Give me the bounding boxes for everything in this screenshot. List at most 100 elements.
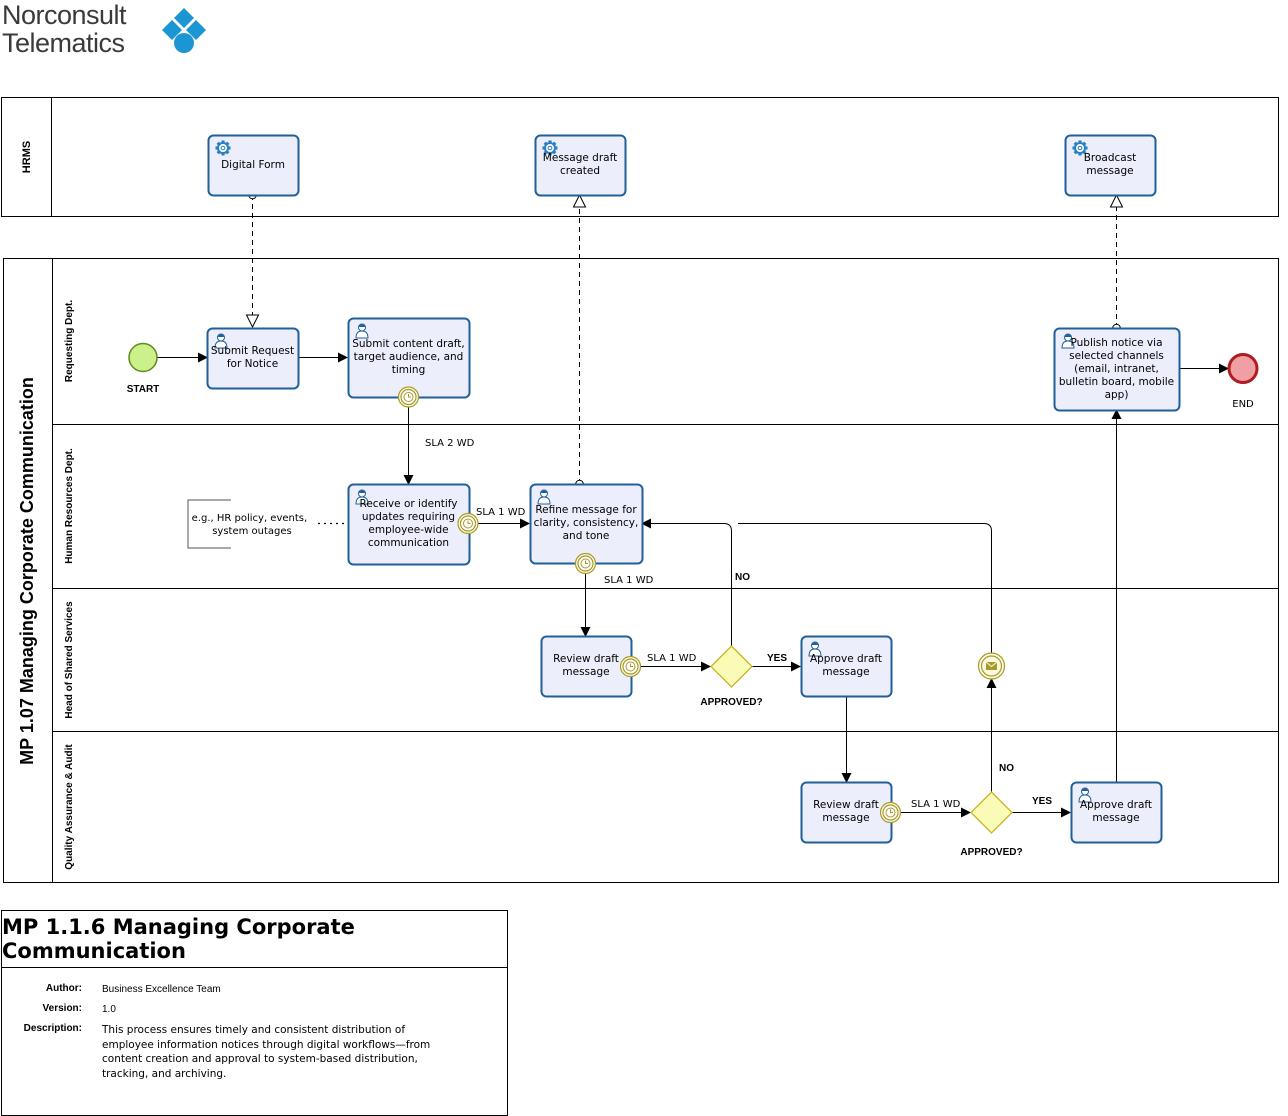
task-label-line: Approve draft <box>1080 799 1152 811</box>
annotation: e.g., HR policy, events, system outages <box>187 499 346 549</box>
task-label-line: app) <box>1105 389 1129 401</box>
user-icon <box>1078 787 1092 803</box>
info-description-line: content creation and approval to system-… <box>102 1053 418 1065</box>
company-logo: Norconsult Telematics <box>2 0 242 60</box>
timer-icon <box>457 512 479 535</box>
task-label-line: message <box>822 666 869 678</box>
task-label-line: Receive or identify <box>360 498 458 510</box>
task-label-line: Broadcast <box>1084 152 1137 164</box>
task-label-line: message <box>822 812 869 824</box>
task-label-line: clarity, consistency, <box>534 517 639 529</box>
task-label-line: message <box>1092 812 1139 824</box>
info-version-value: 1.0 <box>102 1004 116 1015</box>
user-icon <box>537 489 551 505</box>
flow-message-event-to-refine[interactable] <box>738 523 992 654</box>
flow-label-no-qa: NO <box>999 763 1014 774</box>
annotation-text: e.g., HR policy, events, system outages <box>192 513 311 537</box>
gear-icon <box>215 140 231 156</box>
gateway-approved-hss[interactable] <box>710 645 753 688</box>
gateway-hss-label: APPROVED? <box>700 697 762 708</box>
task-label-line: communication <box>368 537 449 549</box>
task-label-line: created <box>560 165 600 177</box>
timer-icon <box>397 386 420 408</box>
gateway-decision-labels: YES NO YES NO <box>735 572 1052 807</box>
task-label-line: timing <box>392 364 426 376</box>
task-label-line: Refine message for <box>535 504 637 516</box>
hrms-pool-label: HRMS <box>21 141 33 173</box>
info-version-label: Version: <box>42 1003 82 1014</box>
info-author-value: Business Excellence Team <box>102 984 221 995</box>
main-pool-label: MP 1.07 Managing Corporate Communication <box>17 377 37 765</box>
task-label: Submit content draft,target audience, an… <box>352 338 465 376</box>
end-event-label: END <box>1232 399 1254 410</box>
start-event[interactable] <box>128 342 158 373</box>
bpmn-diagram: HRMS MP 1.07 Managing Corporate Communic… <box>1 97 1279 883</box>
message-flows <box>253 195 1117 484</box>
task-label-line: Digital Form <box>221 159 285 171</box>
logo-text-line2: Telematics <box>2 28 125 58</box>
task-label-line: updates requiring <box>362 511 455 523</box>
timer-icon <box>619 655 642 678</box>
timer-icon <box>574 552 597 575</box>
task-label-line: and tone <box>563 530 610 542</box>
gear-icon <box>542 140 558 156</box>
user-icon <box>808 641 822 657</box>
info-description-line: employee information notices through dig… <box>102 1038 431 1051</box>
task-label-line: (email, intranet, <box>1074 363 1159 375</box>
task-label-line: Publish notice via <box>1070 337 1162 349</box>
end-event[interactable] <box>1227 353 1259 384</box>
user-icon <box>214 333 228 349</box>
process-info-title: MP 1.1.6 Managing Corporate Communicatio… <box>2 911 507 968</box>
flow-gateway-hss-no[interactable] <box>641 518 732 647</box>
task-label-line: Submit Request <box>211 345 294 357</box>
flow-label-sla-receive: SLA 1 WD <box>476 507 526 518</box>
flow-label-sla-review-qa: SLA 1 WD <box>911 799 961 810</box>
task-label-line: employee-wide <box>368 524 448 536</box>
gateway-qa-label: APPROVED? <box>960 847 1022 858</box>
task-label-line: message <box>1086 165 1133 177</box>
process-info-box: MP 1.1.6 Managing Corporate Communicatio… <box>1 910 508 1116</box>
envelope-icon <box>985 661 998 670</box>
task-submit-content-draft[interactable]: Submit content draft,target audience, an… <box>347 317 471 399</box>
gateway-approved-qa[interactable] <box>970 791 1013 834</box>
flow-label-yes-hss: YES <box>767 653 787 664</box>
annotation-line-2: system outages <box>212 526 292 537</box>
task-label-line: Message draft <box>543 152 617 164</box>
start-event-label: START <box>127 384 160 395</box>
user-icon <box>1061 333 1075 349</box>
user-icon <box>355 323 369 339</box>
task-label-line: message <box>562 666 609 678</box>
flow-label-sla-refine: SLA 1 WD <box>604 575 654 586</box>
task-label-line: for Notice <box>227 358 278 370</box>
flow-labels: SLA 2 WD SLA 1 WD SLA 1 WD SLA 1 WD SLA … <box>425 438 961 810</box>
timer-icon <box>879 801 902 824</box>
task-label-line: Approve draft <box>810 653 882 665</box>
lane-label-shared: Head of Shared Services <box>64 601 75 719</box>
task-digital-form[interactable]: Digital Form <box>207 134 300 197</box>
message-intermediate-event[interactable] <box>977 652 1006 680</box>
lane-label-qa: Quality Assurance & Audit <box>64 744 75 870</box>
annotation-line-1: e.g., HR policy, events, <box>192 513 308 524</box>
task-label-line: bulletin board, mobile <box>1059 376 1174 388</box>
logo-text-line1: Norconsult <box>2 0 127 30</box>
info-description-label: Description: <box>23 1023 82 1034</box>
